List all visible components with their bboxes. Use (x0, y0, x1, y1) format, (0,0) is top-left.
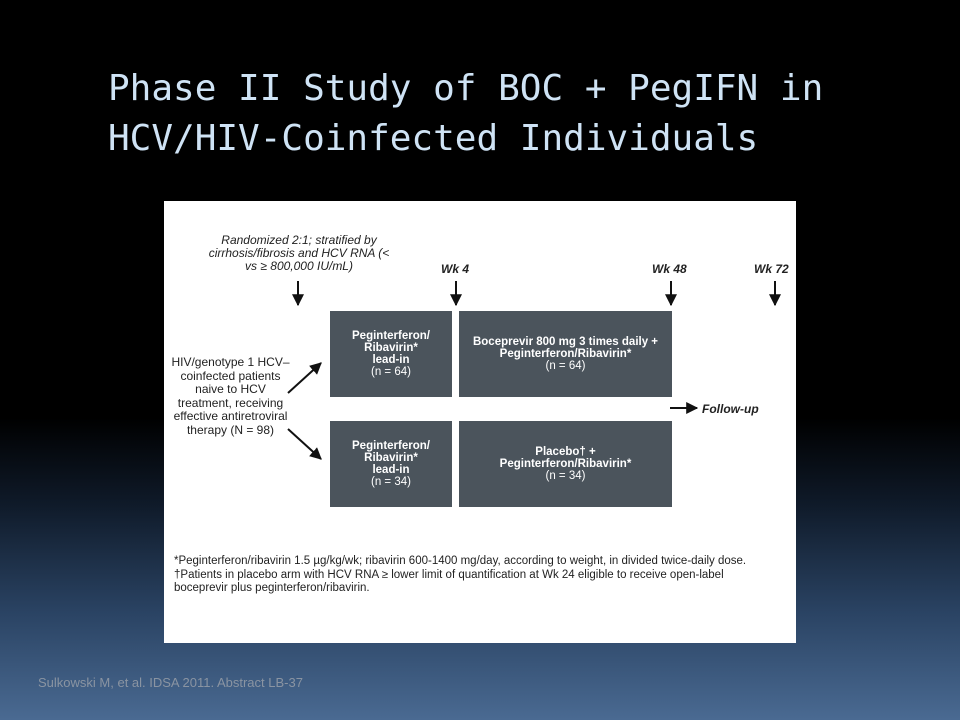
arm1-treatment-box: Boceprevir 800 mg 3 times daily + Pegint… (459, 311, 672, 397)
arm1-leadin-line-3: lead-in (372, 354, 410, 366)
randomization-label: Randomized 2:1; stratified by cirrhosis/… (208, 233, 390, 273)
title-line-2: HCV/HIV-Coinfected Individuals (108, 118, 759, 159)
arm2-arrow (287, 428, 322, 460)
arm2-treatment-line-2: Peginterferon/Ribavirin* (499, 458, 632, 470)
population-label: HIV/genotype 1 HCV–coinfected patients n… (171, 355, 290, 437)
arm2-leadin-n: (n = 34) (371, 476, 411, 488)
title-line-1: Phase II Study of BOC + PegIFN in (108, 68, 824, 109)
study-design-figure: Randomized 2:1; stratified by cirrhosis/… (164, 201, 796, 643)
arm1-leadin-line-1: Peginterferon/ (352, 330, 430, 342)
arm1-leadin-line-2: Ribavirin* (364, 342, 418, 354)
footnote-1: *Peginterferon/ribavirin 1.5 µg/kg/wk; r… (174, 555, 747, 567)
timepoint-wk4: Wk 4 (441, 262, 470, 276)
arm1-treatment-line-1: Boceprevir 800 mg 3 times daily + (472, 336, 659, 348)
arm1-leadin-n: (n = 64) (371, 366, 411, 378)
arm1-leadin-box: Peginterferon/ Ribavirin* lead-in (n = 6… (330, 311, 452, 397)
arm2-leadin-line-3: lead-in (372, 464, 410, 476)
footnotes: *Peginterferon/ribavirin 1.5 µg/kg/wk; r… (174, 555, 774, 596)
arm2-treatment-box: Placebo† + Peginterferon/Ribavirin* (n =… (459, 421, 672, 507)
followup-label: Follow-up (702, 402, 759, 416)
arrow-layer (287, 281, 781, 460)
arm1-treatment-n: (n = 64) (545, 360, 586, 372)
footnote-2: †Patients in placebo arm with HCV RNA ≥ … (174, 568, 724, 595)
timepoint-wk48: Wk 48 (652, 262, 687, 276)
arm1-treatment-line-2: Peginterferon/Ribavirin* (499, 348, 632, 360)
arm2-leadin-box: Peginterferon/ Ribavirin* lead-in (n = 3… (330, 421, 452, 507)
arm2-leadin-line-1: Peginterferon/ (352, 440, 430, 452)
timepoint-wk72: Wk 72 (754, 262, 789, 276)
arm2-treatment-line-1: Placebo† + (535, 446, 596, 458)
arm2-leadin-line-2: Ribavirin* (364, 452, 418, 464)
arm1-arrow (287, 362, 322, 394)
slide-title: Phase II Study of BOC + PegIFN in HCV/HI… (108, 64, 928, 164)
citation: Sulkowski M, et al. IDSA 2011. Abstract … (38, 675, 303, 690)
arm2-treatment-n: (n = 34) (545, 470, 586, 482)
